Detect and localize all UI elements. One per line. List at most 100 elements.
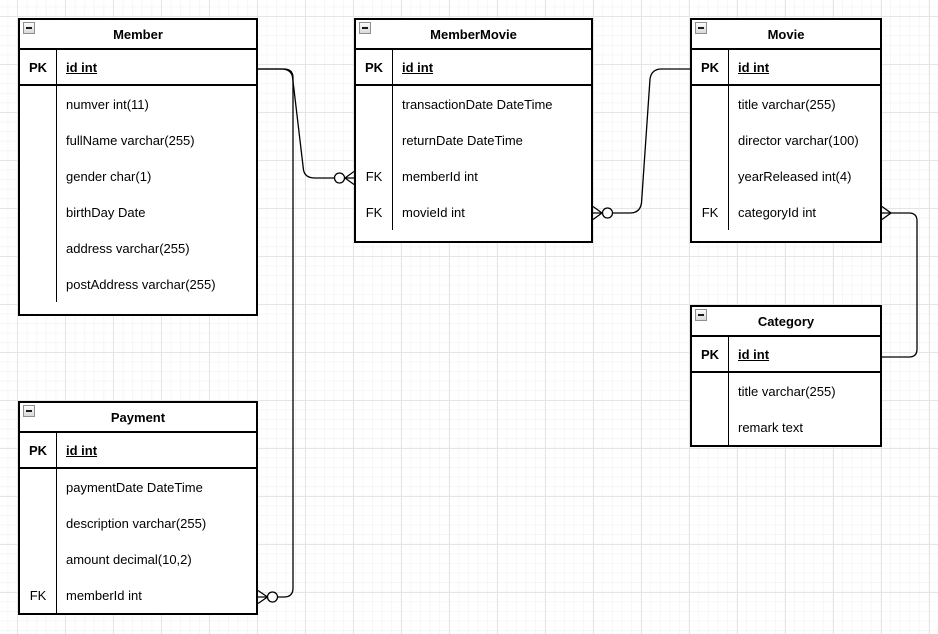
key-label xyxy=(20,266,56,302)
field-row[interactable]: postAddress varchar(255) xyxy=(20,266,256,302)
field-row-pk[interactable]: PK id int xyxy=(692,50,880,86)
entity-payment[interactable]: Payment PK id int paymentDate DateTime d… xyxy=(18,401,258,615)
key-label xyxy=(692,122,728,158)
field-row[interactable]: title varchar(255) xyxy=(692,86,880,122)
field-label: id int xyxy=(66,59,98,75)
key-label xyxy=(20,158,56,194)
collapse-icon[interactable] xyxy=(23,22,35,34)
key-label: PK xyxy=(364,59,384,75)
field-row[interactable]: paymentDate DateTime xyxy=(20,469,256,505)
field-row[interactable]: description varchar(255) xyxy=(20,505,256,541)
field-row[interactable]: FK memberId int xyxy=(20,577,256,613)
field-label: yearReleased int(4) xyxy=(738,168,852,184)
field-label: id int xyxy=(66,442,98,458)
field-row[interactable]: gender char(1) xyxy=(20,158,256,194)
collapse-icon[interactable] xyxy=(695,22,707,34)
field-row[interactable]: yearReleased int(4) xyxy=(692,158,880,194)
field-label: movieId int xyxy=(402,204,465,220)
field-row[interactable]: amount decimal(10,2) xyxy=(20,541,256,577)
key-label xyxy=(692,86,728,122)
field-row-pk[interactable]: PK id int xyxy=(692,337,880,373)
key-label: PK xyxy=(700,59,720,75)
field-row-pk[interactable]: PK id int xyxy=(20,433,256,469)
field-row[interactable]: title varchar(255) xyxy=(692,373,880,409)
key-label xyxy=(692,158,728,194)
key-label xyxy=(20,230,56,266)
key-label: FK xyxy=(365,204,383,220)
key-label xyxy=(692,409,728,445)
key-label: FK xyxy=(29,587,47,603)
key-label: PK xyxy=(28,59,48,75)
field-label: returnDate DateTime xyxy=(402,132,523,148)
field-label: numver int(11) xyxy=(66,96,149,112)
field-row[interactable]: birthDay Date xyxy=(20,194,256,230)
entity-title: Member xyxy=(113,26,163,42)
key-label xyxy=(20,541,56,577)
field-row-pk[interactable]: PK id int xyxy=(20,50,256,86)
field-label: title varchar(255) xyxy=(738,383,836,399)
entity-footer-pad xyxy=(356,230,591,241)
relationship-movie-category[interactable] xyxy=(881,205,918,358)
entity-title: Movie xyxy=(767,26,805,42)
entity-membermovie-header: MemberMovie xyxy=(356,20,591,50)
field-label: categoryId int xyxy=(738,204,817,220)
entity-payment-header: Payment xyxy=(20,403,256,433)
field-label: id int xyxy=(738,346,770,362)
field-label: remark text xyxy=(738,419,804,435)
field-label: address varchar(255) xyxy=(66,240,190,256)
entity-title: MemberMovie xyxy=(430,26,517,42)
field-row[interactable]: remark text xyxy=(692,409,880,445)
key-label: PK xyxy=(28,442,48,458)
field-label: director varchar(100) xyxy=(738,132,859,148)
key-label: PK xyxy=(700,346,720,362)
key-label: FK xyxy=(365,168,383,184)
key-label xyxy=(20,194,56,230)
field-label: birthDay Date xyxy=(66,204,146,220)
relationship-member-membermovie[interactable] xyxy=(258,68,355,186)
field-row[interactable]: address varchar(255) xyxy=(20,230,256,266)
key-label xyxy=(692,373,728,409)
field-row[interactable]: FK categoryId int xyxy=(692,194,880,230)
entity-title: Payment xyxy=(110,409,166,425)
entity-title: Category xyxy=(757,313,815,329)
field-row[interactable]: director varchar(100) xyxy=(692,122,880,158)
field-row[interactable]: numver int(11) xyxy=(20,86,256,122)
field-row[interactable]: transactionDate DateTime xyxy=(356,86,591,122)
entity-footer-pad xyxy=(20,302,256,314)
entity-member[interactable]: Member PK id int numver int(11) fullName… xyxy=(18,18,258,316)
key-label xyxy=(20,469,56,505)
field-label: id int xyxy=(738,59,770,75)
key-label xyxy=(356,122,392,158)
entity-movie[interactable]: Movie PK id int title varchar(255) direc… xyxy=(690,18,882,243)
field-label: id int xyxy=(402,59,434,75)
field-row[interactable]: returnDate DateTime xyxy=(356,122,591,158)
collapse-icon[interactable] xyxy=(359,22,371,34)
field-label: fullName varchar(255) xyxy=(66,132,195,148)
field-label: transactionDate DateTime xyxy=(402,96,553,112)
collapse-icon[interactable] xyxy=(695,309,707,321)
field-label: memberId int xyxy=(402,168,478,184)
entity-category[interactable]: Category PK id int title varchar(255) re… xyxy=(690,305,882,447)
field-row-pk[interactable]: PK id int xyxy=(356,50,591,86)
field-label: gender char(1) xyxy=(66,168,152,184)
field-label: paymentDate DateTime xyxy=(66,479,203,495)
field-label: title varchar(255) xyxy=(738,96,836,112)
key-label xyxy=(356,86,392,122)
entity-footer-pad xyxy=(692,230,880,241)
key-label: FK xyxy=(701,204,719,220)
relationship-movie-membermovie[interactable] xyxy=(592,68,690,221)
entity-category-header: Category xyxy=(692,307,880,337)
relationship-member-payment[interactable] xyxy=(257,68,294,605)
key-label xyxy=(20,505,56,541)
field-row[interactable]: FK memberId int xyxy=(356,158,591,194)
field-row[interactable]: FK movieId int xyxy=(356,194,591,230)
entity-membermovie[interactable]: MemberMovie PK id int transactionDate Da… xyxy=(354,18,593,243)
collapse-icon[interactable] xyxy=(23,405,35,417)
key-label xyxy=(20,122,56,158)
entity-member-header: Member xyxy=(20,20,256,50)
field-row[interactable]: fullName varchar(255) xyxy=(20,122,256,158)
field-label: amount decimal(10,2) xyxy=(66,551,192,567)
field-label: memberId int xyxy=(66,587,142,603)
